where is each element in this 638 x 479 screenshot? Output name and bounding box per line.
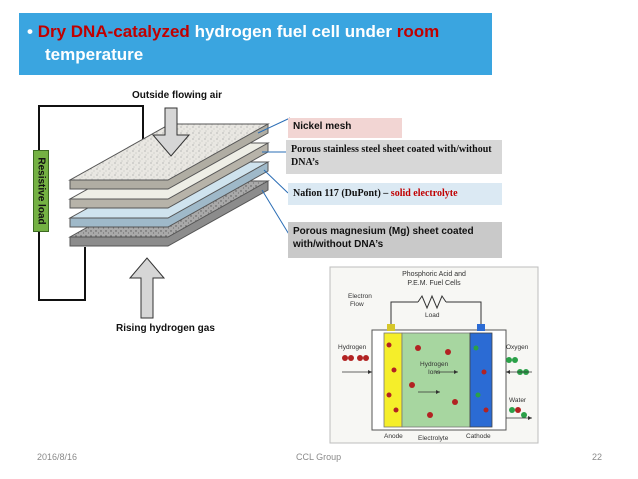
- title-middle: hydrogen fuel cell under: [194, 22, 392, 41]
- title-box: • Dry DNA-catalyzed hydrogen fuel cell u…: [19, 13, 492, 75]
- outside-air-label: Outside flowing air: [132, 90, 223, 101]
- resistive-load-label: Resistive load: [35, 157, 47, 225]
- bullet: •: [27, 22, 33, 41]
- resistive-load: Resistive load: [33, 150, 49, 232]
- inset-hydrogen-ions: Hydrogen: [420, 361, 449, 368]
- title-word-room: room: [396, 22, 440, 41]
- title-line-1: • Dry DNA-catalyzed hydrogen fuel cell u…: [27, 20, 439, 43]
- inset-hydrogen: Hydrogen: [338, 344, 367, 351]
- inset-water: Water: [509, 397, 527, 404]
- rising-hydrogen-label: Rising hydrogen gas: [116, 323, 215, 334]
- svg-text:Flow: Flow: [350, 301, 364, 308]
- inset-cathode: Cathode: [466, 433, 491, 440]
- inset-fuel-cell-figure: [329, 266, 539, 444]
- title-word-dna-catalyzed: DNA-catalyzed: [70, 22, 190, 41]
- electrolyte-region: [401, 332, 471, 428]
- svg-text:Ions: Ions: [428, 369, 441, 376]
- nafion-tag: Nafion 117 (DuPont) – solid electrolyte: [288, 183, 502, 205]
- anode-plate: [383, 332, 403, 428]
- hydrogen-up-arrow: [128, 257, 166, 319]
- leader-nafion: [263, 169, 289, 194]
- inset-electron-flow: Electron: [348, 293, 372, 300]
- nickel-mesh-tag: Nickel mesh: [288, 118, 402, 138]
- inset-anode: Anode: [384, 433, 403, 440]
- footer-group: CCL Group: [296, 452, 342, 462]
- nafion-tag-main: Nafion 117 (DuPont) –: [293, 188, 391, 199]
- slide-title: • Dry DNA-catalyzed hydrogen fuel cell u…: [27, 20, 439, 66]
- inset-title-line-2: P.E.M. Fuel Cells: [407, 280, 461, 287]
- title-word-dry: Dry: [37, 22, 67, 41]
- footer-page-number: 22: [592, 452, 603, 462]
- inset-title-line-1: Phosphoric Acid and: [402, 271, 466, 278]
- leader-nickel: [257, 117, 291, 134]
- air-down-arrow: [151, 107, 191, 157]
- stainless-sheet-tag: Porous stainless steel sheet coated with…: [286, 140, 502, 174]
- cathode-plate: [469, 332, 493, 428]
- leader-magnesium: [261, 189, 291, 237]
- inset-load: Load: [425, 312, 440, 319]
- inset-oxygen: Oxygen: [506, 344, 529, 351]
- magnesium-sheet-tag: Porous magnesium (Mg) sheet coated with/…: [288, 222, 502, 258]
- inset-electrolyte: Electrolyte: [418, 435, 449, 442]
- nafion-tag-electrolyte: solid electrolyte: [390, 188, 458, 199]
- title-line-2: temperature: [45, 45, 144, 64]
- footer-date: 2016/8/16: [37, 452, 78, 462]
